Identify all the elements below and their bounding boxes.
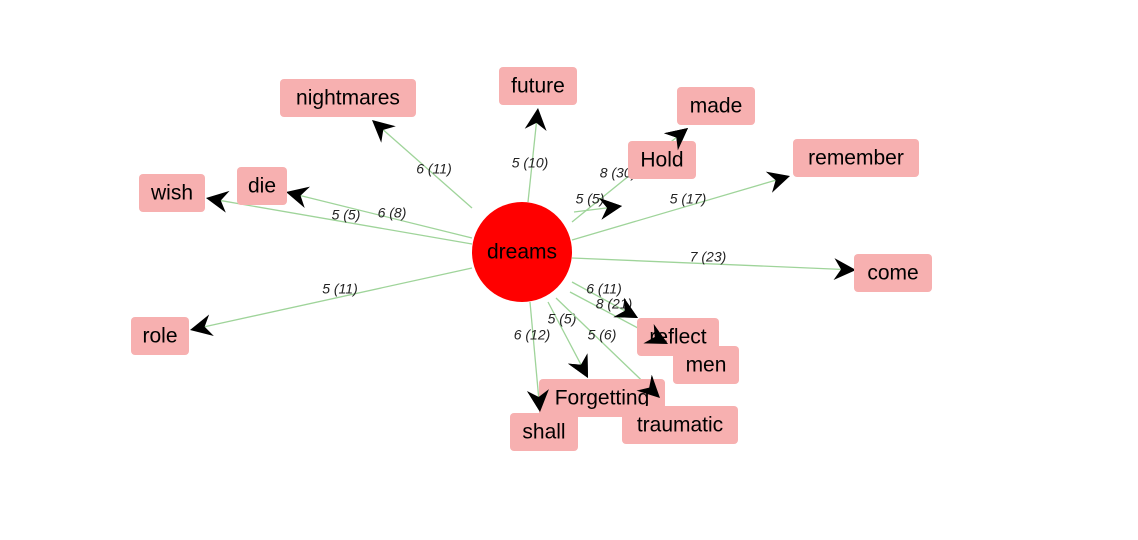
arrow-head-overlay-forgetting <box>568 353 588 378</box>
node-label-nightmares: nightmares <box>296 87 400 110</box>
node-role[interactable]: role <box>131 317 189 355</box>
node-box-remember[interactable] <box>793 139 919 177</box>
edge-remember: 5 (17) <box>571 171 790 241</box>
node-label-come: come <box>867 262 918 285</box>
edge-line-nightmares <box>382 129 473 209</box>
edge-label-die: 6 (8) <box>378 205 407 221</box>
center-node[interactable]: dreams <box>472 202 572 302</box>
node-come[interactable]: come <box>854 254 932 292</box>
arrow-head-overlay-reflect <box>613 297 638 318</box>
arrow-head-future <box>524 108 547 132</box>
edge-label-future: 5 (10) <box>512 155 549 171</box>
node-label-traumatic: traumatic <box>637 414 723 437</box>
arrow-head-overlay-hold <box>598 197 622 220</box>
edge-line-forgetting <box>547 301 582 366</box>
edge-role: 5 (11) <box>190 267 473 337</box>
arrow-head-wish <box>206 190 230 213</box>
node-traumatic[interactable]: traumatic <box>622 406 738 444</box>
node-box-men[interactable] <box>673 346 739 384</box>
arrow-head-come <box>833 258 856 281</box>
node-box-made[interactable] <box>677 87 755 125</box>
edge-label-men: 8 (21) <box>596 296 633 312</box>
edge-line-shall <box>529 301 540 398</box>
node-box-shall[interactable] <box>510 413 578 451</box>
edge-line-traumatic <box>555 297 650 389</box>
node-label-men: men <box>686 354 727 377</box>
edge-line-future <box>527 122 538 203</box>
node-box-future[interactable] <box>499 67 577 105</box>
node-label-made: made <box>690 95 743 118</box>
edge-label-reflect: 6 (11) <box>586 281 622 297</box>
node-box-come[interactable] <box>854 254 932 292</box>
arrow-head-overlay-made <box>663 128 688 151</box>
edge-line-remember <box>571 179 776 241</box>
node-shall[interactable]: shall <box>510 413 578 451</box>
edge-line-come <box>571 257 842 271</box>
arrow-head-die <box>286 186 310 208</box>
edge-line-reflect <box>571 281 626 312</box>
arrow-head-overlay-shall <box>527 389 549 412</box>
edge-line-die <box>300 194 473 239</box>
node-box-nightmares[interactable] <box>280 79 416 117</box>
edge-label-forgetting: 5 (5) <box>548 311 577 327</box>
edge-label-traumatic: 5 (6) <box>588 327 617 343</box>
center-node-label: dreams <box>487 241 557 264</box>
node-box-role[interactable] <box>131 317 189 355</box>
node-hold[interactable]: Hold <box>628 141 696 179</box>
node-label-role: role <box>142 325 177 348</box>
edge-line-hold <box>573 207 608 213</box>
edge-line-role <box>204 267 473 328</box>
node-box-die[interactable] <box>237 167 287 205</box>
arrow-head-nightmares <box>372 120 396 143</box>
node-nightmares[interactable]: nightmares <box>280 79 416 117</box>
node-remember[interactable]: remember <box>793 139 919 177</box>
center-node-circle[interactable] <box>472 202 572 302</box>
node-label-wish: wish <box>150 182 193 205</box>
edge-nightmares: 6 (11) <box>372 120 473 209</box>
node-future[interactable]: future <box>499 67 577 105</box>
edge-future: 5 (10) <box>512 108 549 203</box>
node-label-die: die <box>248 175 276 198</box>
edge-wish: 5 (5) <box>206 190 473 245</box>
edge-label-wish: 5 (5) <box>332 207 361 223</box>
edge-label-nightmares: 6 (11) <box>416 161 452 177</box>
edge-label-shall: 6 (12) <box>514 327 551 343</box>
node-label-hold: Hold <box>640 149 683 172</box>
arrow-head-role <box>190 314 214 337</box>
node-men[interactable]: men <box>673 346 739 384</box>
node-box-traumatic[interactable] <box>622 406 738 444</box>
edge-line-wish <box>220 199 473 245</box>
edge-label-come: 7 (23) <box>690 249 727 265</box>
node-wish[interactable]: wish <box>139 174 205 212</box>
edge-label-made: 8 (30) <box>600 165 637 181</box>
node-label-shall: shall <box>522 421 565 444</box>
arrow-head-overlay-traumatic <box>636 374 660 398</box>
node-box-wish[interactable] <box>139 174 205 212</box>
edge-label-hold: 5 (5) <box>576 191 605 207</box>
node-box-hold[interactable] <box>628 141 696 179</box>
node-label-remember: remember <box>808 147 904 170</box>
node-label-forgetting: Forgetting <box>555 387 650 410</box>
edge-die: 6 (8) <box>286 186 473 239</box>
node-die[interactable]: die <box>237 167 287 205</box>
edge-label-remember: 5 (17) <box>670 191 707 207</box>
node-label-future: future <box>511 75 565 98</box>
node-made[interactable]: made <box>677 87 755 125</box>
edge-label-role: 5 (11) <box>322 281 358 297</box>
arrow-head-overlay-men <box>643 323 668 344</box>
arrow-head-remember <box>765 171 790 193</box>
edge-come: 7 (23) <box>571 249 856 281</box>
